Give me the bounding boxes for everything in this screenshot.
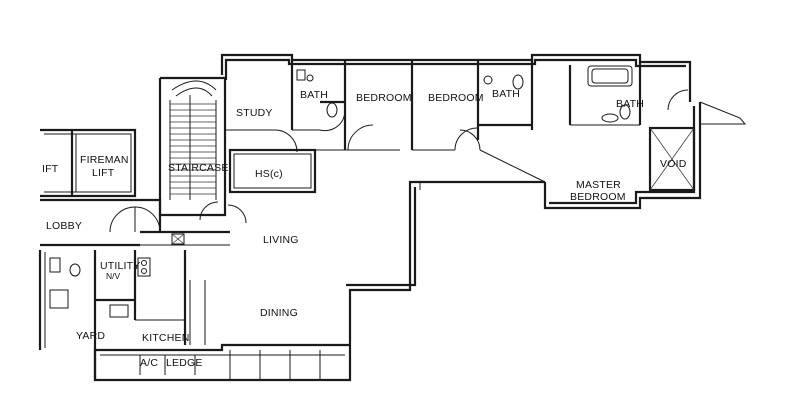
label-yard: YARD [76,330,105,342]
label-master-bedroom-line1: MASTER [576,179,621,191]
room-labels: STUDY BATH BEDROOM BEDROOM BATH BATH IFT… [42,88,687,369]
label-lift: IFT [42,163,59,175]
label-kitchen: KITCHEN [142,332,190,344]
door-swings [109,89,747,233]
label-void: VOID [660,158,687,170]
fixtures [49,65,633,318]
label-study: STUDY [236,107,273,119]
label-bath-1: BATH [300,89,328,101]
label-bedroom-2: BEDROOM [428,92,484,104]
label-ac: A/C [140,357,158,369]
label-hs: HS(c) [255,168,283,180]
label-staircase: STAIRCASE [168,162,229,174]
label-dining: DINING [260,307,298,319]
label-utility-sub: N/V [106,271,121,281]
label-fireman-lift-line1: FIREMAN [80,154,129,166]
label-bedroom-1: BEDROOM [356,92,412,104]
interior-walls [95,60,696,380]
exterior-walls [38,53,702,382]
label-bath-3: BATH [616,98,644,110]
label-bath-2: BATH [492,88,520,100]
label-utility: UTILITY [100,260,141,272]
label-fireman-lift-line2: LIFT [92,167,115,179]
label-living: LIVING [263,234,299,246]
label-master-bedroom-line2: BEDROOM [570,191,626,203]
stair-treads [170,103,216,195]
label-lobby: LOBBY [46,220,82,232]
staircase-block [158,76,227,217]
label-ledge: LEDGE [166,357,203,369]
